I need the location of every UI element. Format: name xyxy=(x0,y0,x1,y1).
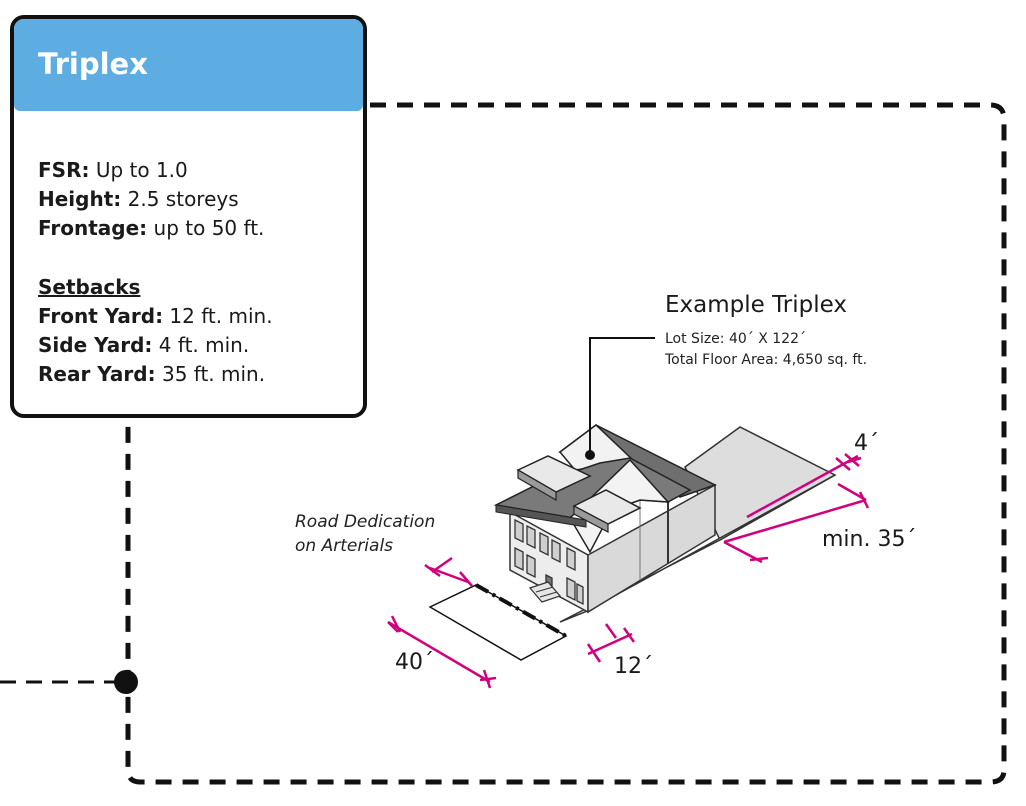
stat-frontage: Frontage: up to 50 ft. xyxy=(38,214,273,243)
stat-value: up to 50 ft. xyxy=(147,216,265,240)
stat-label: Frontage: xyxy=(38,216,148,240)
road-dedication-line2: on Arterials xyxy=(295,536,394,556)
setback-value: 12 ft. min. xyxy=(163,304,273,328)
dormer-left-side xyxy=(517,468,557,502)
property-line xyxy=(475,583,567,638)
dormer-right-side xyxy=(573,505,609,533)
road-dedication-line1: Road Dedication xyxy=(295,512,436,532)
setback-front-yard: Front Yard: 12 ft. min. xyxy=(38,302,273,331)
info-card: Triplex FSR: Up to 1.0 Height: 2.5 store… xyxy=(10,15,367,418)
dim-rear-label: min. 35´ xyxy=(822,527,917,552)
setback-label: Rear Yard: xyxy=(38,362,156,386)
dim-width-label: 40´ xyxy=(395,650,434,675)
dim-front-label: 12´ xyxy=(614,654,653,679)
eave-strip xyxy=(495,504,587,528)
setback-value: 35 ft. min. xyxy=(155,362,266,386)
callout-dot xyxy=(585,450,595,460)
house-side-wall xyxy=(587,483,716,614)
stat-value: 2.5 storeys xyxy=(121,187,239,211)
card-body: FSR: Up to 1.0 Height: 2.5 storeys Front… xyxy=(38,156,273,389)
dimension-lines xyxy=(387,453,870,689)
front-steps xyxy=(528,581,562,603)
setback-rear-yard: Rear Yard: 35 ft. min. xyxy=(38,360,273,389)
setbacks-heading: Setbacks xyxy=(38,275,141,299)
floor-area-text: Total Floor Area: 4,650 sq. ft. xyxy=(665,352,868,368)
stat-value: Up to 1.0 xyxy=(89,158,188,182)
diagram-title: Example Triplex xyxy=(665,292,847,318)
callout-leader xyxy=(589,337,655,455)
dim-side-label: 4´ xyxy=(854,431,879,456)
stat-label: FSR: xyxy=(38,158,90,182)
stat-label: Height: xyxy=(38,187,122,211)
setback-label: Front Yard: xyxy=(38,304,164,328)
setback-side-yard: Side Yard: 4 ft. min. xyxy=(38,331,273,360)
stat-height: Height: 2.5 storeys xyxy=(38,185,273,214)
dashed-frame xyxy=(125,102,1007,785)
stat-fsr: FSR: Up to 1.0 xyxy=(38,156,273,185)
road-dedication-label: Road Dedication on Arterials xyxy=(295,510,435,558)
front-yard xyxy=(428,584,568,661)
card-header xyxy=(14,19,363,111)
setback-label: Side Yard: xyxy=(38,333,153,357)
lot-size-text: Lot Size: 40´ X 122´ xyxy=(665,331,806,347)
card-title: Triplex xyxy=(38,47,148,81)
connector-dot xyxy=(114,670,138,694)
setback-value: 4 ft. min. xyxy=(152,333,250,357)
